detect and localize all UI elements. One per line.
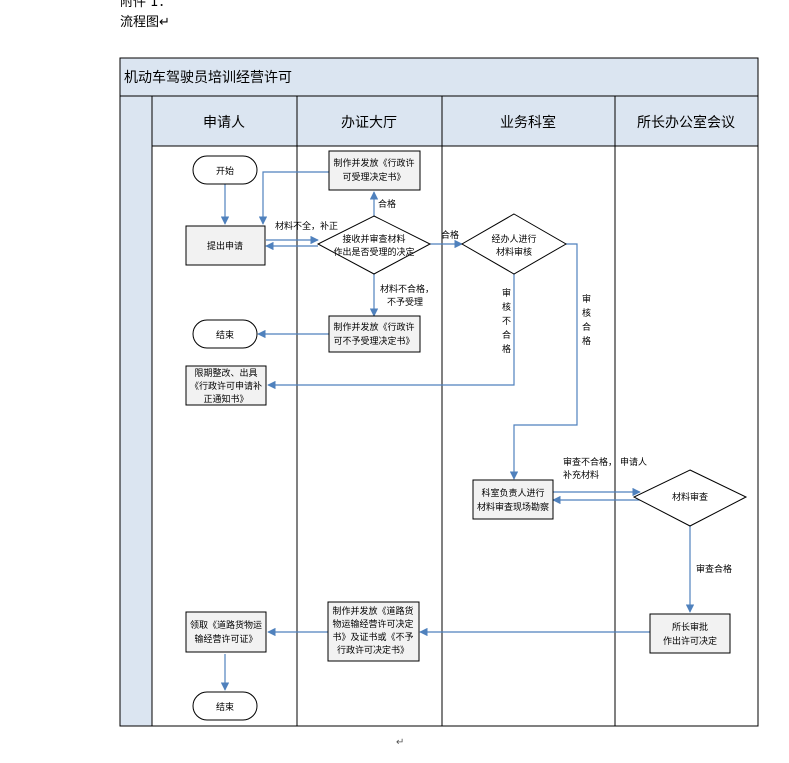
license-issue-node — [327, 601, 420, 662]
rectify-line2: 《行政许可申请补 — [190, 380, 262, 392]
edge-label-audit-pass: 审查合格 — [696, 563, 732, 575]
edge-label-audit-fail-2: 补充材料 — [563, 469, 599, 481]
reject-notice-line1: 制作并发放《行政许 — [333, 321, 414, 333]
accept-notice-line2: 可受理决定书》 — [342, 171, 405, 183]
review-decision-node — [316, 215, 432, 275]
material-review-decision-node — [632, 469, 748, 527]
reject-notice-node — [328, 315, 421, 353]
accept-notice-node — [328, 150, 421, 191]
end-node-2 — [192, 691, 258, 721]
caption: 流程图↵ — [120, 15, 170, 30]
receive-license-line1: 领取《道路货物运 — [190, 619, 262, 631]
edge-label-incomplete: 材料不全，补正 — [275, 220, 338, 232]
end1-label: 结束 — [216, 329, 234, 341]
review-pass-char-2: 核 — [582, 307, 591, 319]
license-issue-line4: 行政许可决定书》 — [337, 644, 409, 656]
review-fail-char-2: 核 — [502, 301, 511, 313]
director-approve-node — [649, 613, 731, 654]
staff-review-decision-node — [460, 213, 568, 275]
diagram-title: 机动车驾驶员培训经营许可 — [124, 69, 292, 86]
license-issue-line2: 物运输经营许可决定 — [332, 618, 413, 630]
lane-header-service-hall: 办证大厅 — [341, 115, 397, 131]
receive-license-node — [185, 611, 267, 653]
edge-label-not-accepted-1: 材料不合格， — [380, 283, 434, 295]
field-check-line1: 科室负责人进行 — [481, 487, 544, 499]
start-node — [192, 155, 258, 185]
edge-label-applicant: 申请人 — [620, 456, 647, 468]
rectify-line1: 限期整改、出具 — [194, 367, 257, 379]
accept-notice-line1: 制作并发放《行政许 — [333, 157, 414, 169]
director-approve-line1: 所长审批 — [672, 621, 708, 633]
submit-application-node — [185, 225, 266, 266]
material-review-label: 材料审查 — [672, 491, 708, 503]
review-fail-char-5: 格 — [502, 343, 511, 355]
review-fail-char-1: 审 — [502, 287, 511, 299]
staff-review-line2: 材料审核 — [496, 246, 532, 258]
edge-label-qualified: 合格 — [378, 198, 396, 210]
start-label: 开始 — [216, 165, 234, 177]
staff-review-line1: 经办人进行 — [491, 233, 536, 245]
submit-label: 提出申请 — [207, 240, 243, 252]
reject-notice-line2: 可不予受理决定书》 — [333, 335, 414, 347]
license-issue-line1: 制作并发放《道路货 — [332, 605, 413, 617]
rectify-notice-node — [185, 365, 267, 406]
review-pass-char-4: 格 — [582, 335, 591, 347]
review-line1: 接收并审查材料 — [342, 233, 405, 245]
receive-license-line2: 输经营许可证》 — [194, 633, 257, 645]
review-fail-char-3: 不 — [502, 316, 511, 327]
review-pass-char-3: 合 — [582, 321, 591, 333]
paragraph-mark: ↵ — [396, 737, 405, 748]
lane-header-business-office: 业务科室 — [500, 114, 556, 131]
license-issue-line3: 书》及证书或《不予 — [332, 631, 413, 643]
director-approve-line2: 作出许可决定 — [663, 635, 717, 647]
field-check-line2: 材料审查现场勘察 — [477, 501, 549, 513]
review-fail-char-4: 合 — [502, 329, 511, 341]
attachment-label: 附件 1： — [120, 0, 172, 10]
connectors — [220, 171, 695, 691]
edge-label-qualified-2: 合格 — [441, 229, 459, 241]
edge-label-not-accepted-2: 不予受理 — [387, 296, 423, 308]
edge-label-audit-fail-1: 审查不合格， — [563, 456, 617, 468]
field-check-node — [472, 479, 554, 520]
review-line2: 作出是否受理的决定 — [333, 246, 414, 258]
end2-label: 结束 — [216, 701, 234, 713]
rectify-line3: 正通知书》 — [203, 393, 248, 405]
end-node-1 — [192, 319, 258, 349]
lane-header-director-meeting: 所长办公室会议 — [637, 114, 735, 131]
lane-header-applicant: 申请人 — [203, 115, 245, 131]
review-pass-char-1: 审 — [582, 293, 591, 305]
